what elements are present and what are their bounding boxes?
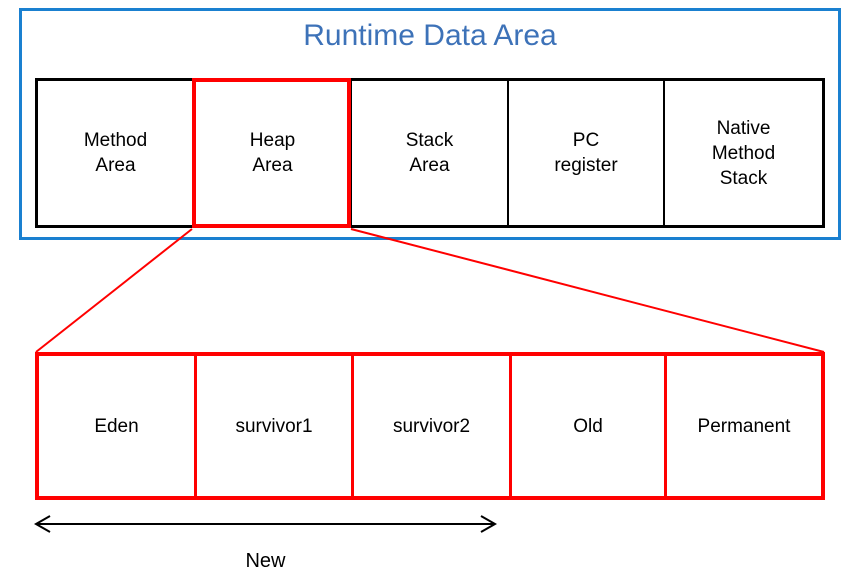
heap-generation-cell-permanent[interactable]: Permanent: [667, 356, 821, 496]
heap-generation-label: Eden: [94, 415, 139, 437]
heap-generation-cell-survivor1[interactable]: survivor1: [197, 356, 354, 496]
runtime-area-label: Native Method Stack: [711, 117, 776, 189]
runtime-area-label: Method Area: [83, 130, 148, 176]
new-generation-label: New: [245, 550, 286, 572]
heap-generation-label: survivor2: [392, 415, 471, 437]
heap-generation-cell-eden[interactable]: Eden: [39, 356, 197, 496]
runtime-area-cell-native-method-stack[interactable]: Native Method Stack: [665, 81, 822, 225]
heap-generation-cell-old[interactable]: Old: [512, 356, 667, 496]
runtime-area-label: PC register: [554, 130, 618, 176]
runtime-area-cell-method-area[interactable]: Method Area: [38, 81, 195, 225]
runtime-areas-row: Method Area Heap Area Stack Area PC regi…: [35, 78, 825, 228]
runtime-area-cell-stack-area[interactable]: Stack Area: [352, 81, 509, 225]
heap-generation-label: survivor1: [235, 415, 313, 437]
heap-generation-label: Old: [573, 415, 603, 437]
heap-generations-row: Eden survivor1 survivor2 Old Permanent: [35, 352, 825, 500]
heap-area-highlight-box: [192, 78, 351, 228]
heap-generation-label: Permanent: [697, 415, 791, 437]
page-title: Runtime Data Area: [303, 19, 557, 52]
heap-generation-cell-survivor2[interactable]: survivor2: [354, 356, 512, 496]
runtime-area-label: Stack Area: [405, 130, 454, 176]
runtime-area-cell-pc-register[interactable]: PC register: [509, 81, 665, 225]
runtime-area-cell-heap-area[interactable]: Heap Area: [195, 81, 352, 225]
runtime-area-label: Heap Area: [249, 130, 296, 176]
